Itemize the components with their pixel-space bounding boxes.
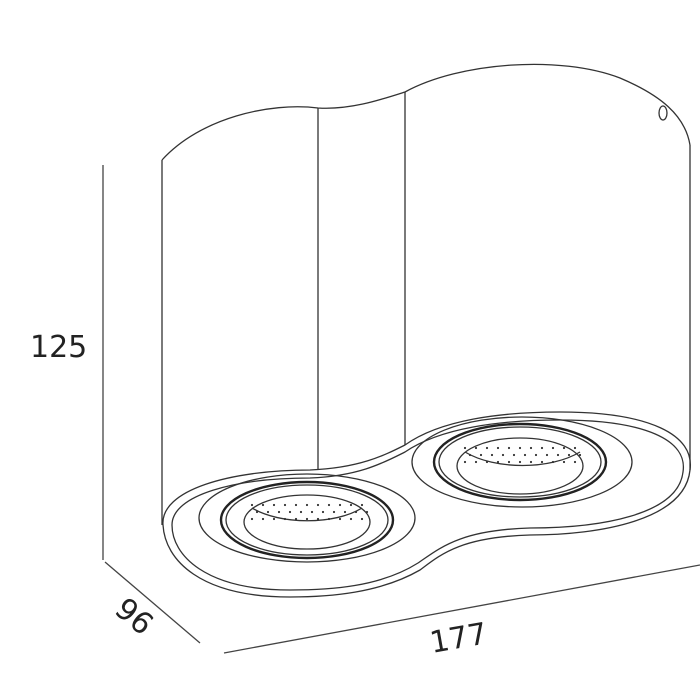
lens-dot [343,510,347,514]
lens-dot [338,503,342,507]
lens-dot [261,517,265,521]
lens-dot [529,446,533,450]
lens-dot [562,446,566,450]
left-trim-ring [198,473,416,563]
lens-dot [332,510,336,514]
lens-dot [283,503,287,507]
lens-dot [266,510,270,514]
lens-dot [261,503,265,507]
bottom-outline-inner [171,419,684,591]
lens-dot [349,503,353,507]
right-spotlight [432,422,608,502]
lens-dot [294,503,298,507]
lamp-body [161,63,691,525]
right-trim-ring [411,416,633,508]
width-dimension-line [223,564,700,654]
lens-dot [463,460,467,464]
lens-dot [338,517,342,521]
dimension-lines: 125 96 177 [30,165,700,661]
lens-dot [463,446,467,450]
lens-dot [305,503,309,507]
lens-dot [294,517,298,521]
lens-dot [250,517,254,521]
lens-dot [349,517,353,521]
depth-label: 96 [108,591,160,642]
lens-dot [474,446,478,450]
lens-dot [272,517,276,521]
lens-dot [288,510,292,514]
lens-dot [540,460,544,464]
left-spotlight [219,480,395,560]
width-label: 177 [427,616,489,660]
lens-dot [490,453,494,457]
lens-texture [250,446,582,521]
lens-dot [551,446,555,450]
lens-dot [562,460,566,464]
lens-dot [567,453,571,457]
lamp-bottom [162,411,691,598]
lens-dot [272,503,276,507]
lens-dot [485,460,489,464]
lens-dot [299,510,303,514]
lens-dot [354,510,358,514]
bottom-outline-outer [162,411,691,598]
lens-dot [540,446,544,450]
lens-dot [277,510,281,514]
screw-hole-icon [658,105,668,121]
lens-dot [468,453,472,457]
lens-dot [283,517,287,521]
lens-dot [518,460,522,464]
lens-dot [573,460,577,464]
lens-dot [305,517,309,521]
lens-dot [534,453,538,457]
height-label: 125 [30,330,87,365]
lens-dot [496,446,500,450]
lens-dot [551,460,555,464]
body-top-outline [161,63,691,161]
lens-dot [545,453,549,457]
lens-dot [327,517,331,521]
lens-dot [507,446,511,450]
lens-dot [479,453,483,457]
lens-dot [496,460,500,464]
lens-dot [255,510,259,514]
lens-dot [578,453,582,457]
lens-dot [501,453,505,457]
lens-dot [365,510,369,514]
lens-dot [474,460,478,464]
lens-dot [523,453,527,457]
lens-dot [360,517,364,521]
lens-dot [573,446,577,450]
lens-dot [507,460,511,464]
lens-dot [512,453,516,457]
lens-dot [316,517,320,521]
lens-dot [556,453,560,457]
lens-dot [518,446,522,450]
lens-dot [360,503,364,507]
lens-dot [250,503,254,507]
lens-dot [485,446,489,450]
lens-dot [321,510,325,514]
depth-dimension-line [104,561,201,644]
lens-dot [327,503,331,507]
lens-dot [529,460,533,464]
lens-dot [316,503,320,507]
lens-dot [310,510,314,514]
